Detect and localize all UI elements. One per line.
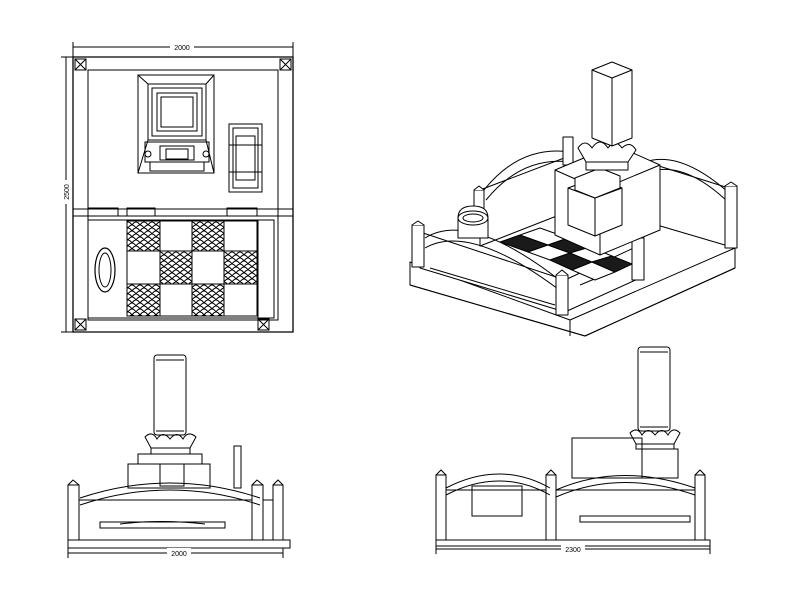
plan-checker-tiles xyxy=(127,221,257,316)
plan-flower-basin xyxy=(95,248,115,292)
side-lotus xyxy=(630,430,680,449)
plan-left-dimension-label: 2500 xyxy=(64,184,71,200)
front-pillar xyxy=(154,355,186,435)
plan-side-stone xyxy=(229,124,262,192)
plan-outer-border xyxy=(73,57,293,332)
iso-checker-tiles xyxy=(500,228,632,280)
side-elevation xyxy=(436,347,710,554)
plan-top-dimension-label: 2000 xyxy=(174,45,190,52)
front-bottom-dimension xyxy=(68,548,283,558)
iso-flower-basin xyxy=(458,206,488,238)
iso-base-platform xyxy=(410,248,735,336)
front-lotus xyxy=(145,434,196,454)
front-bottom-dimension-label: 2000 xyxy=(171,551,187,558)
plan-top-dimension xyxy=(73,42,293,58)
plan-monument xyxy=(138,75,214,173)
isometric-view xyxy=(410,62,737,336)
side-posts xyxy=(436,470,705,540)
side-pillar xyxy=(638,347,670,431)
front-elevation xyxy=(68,355,290,558)
plan-corner-posts xyxy=(75,59,291,330)
side-bottom-dimension xyxy=(436,544,710,554)
front-posts xyxy=(68,480,283,540)
side-bottom-dimension-label: 2300 xyxy=(565,547,581,554)
iso-monument xyxy=(555,62,660,255)
plan-view: 2000 2500 xyxy=(61,42,293,332)
